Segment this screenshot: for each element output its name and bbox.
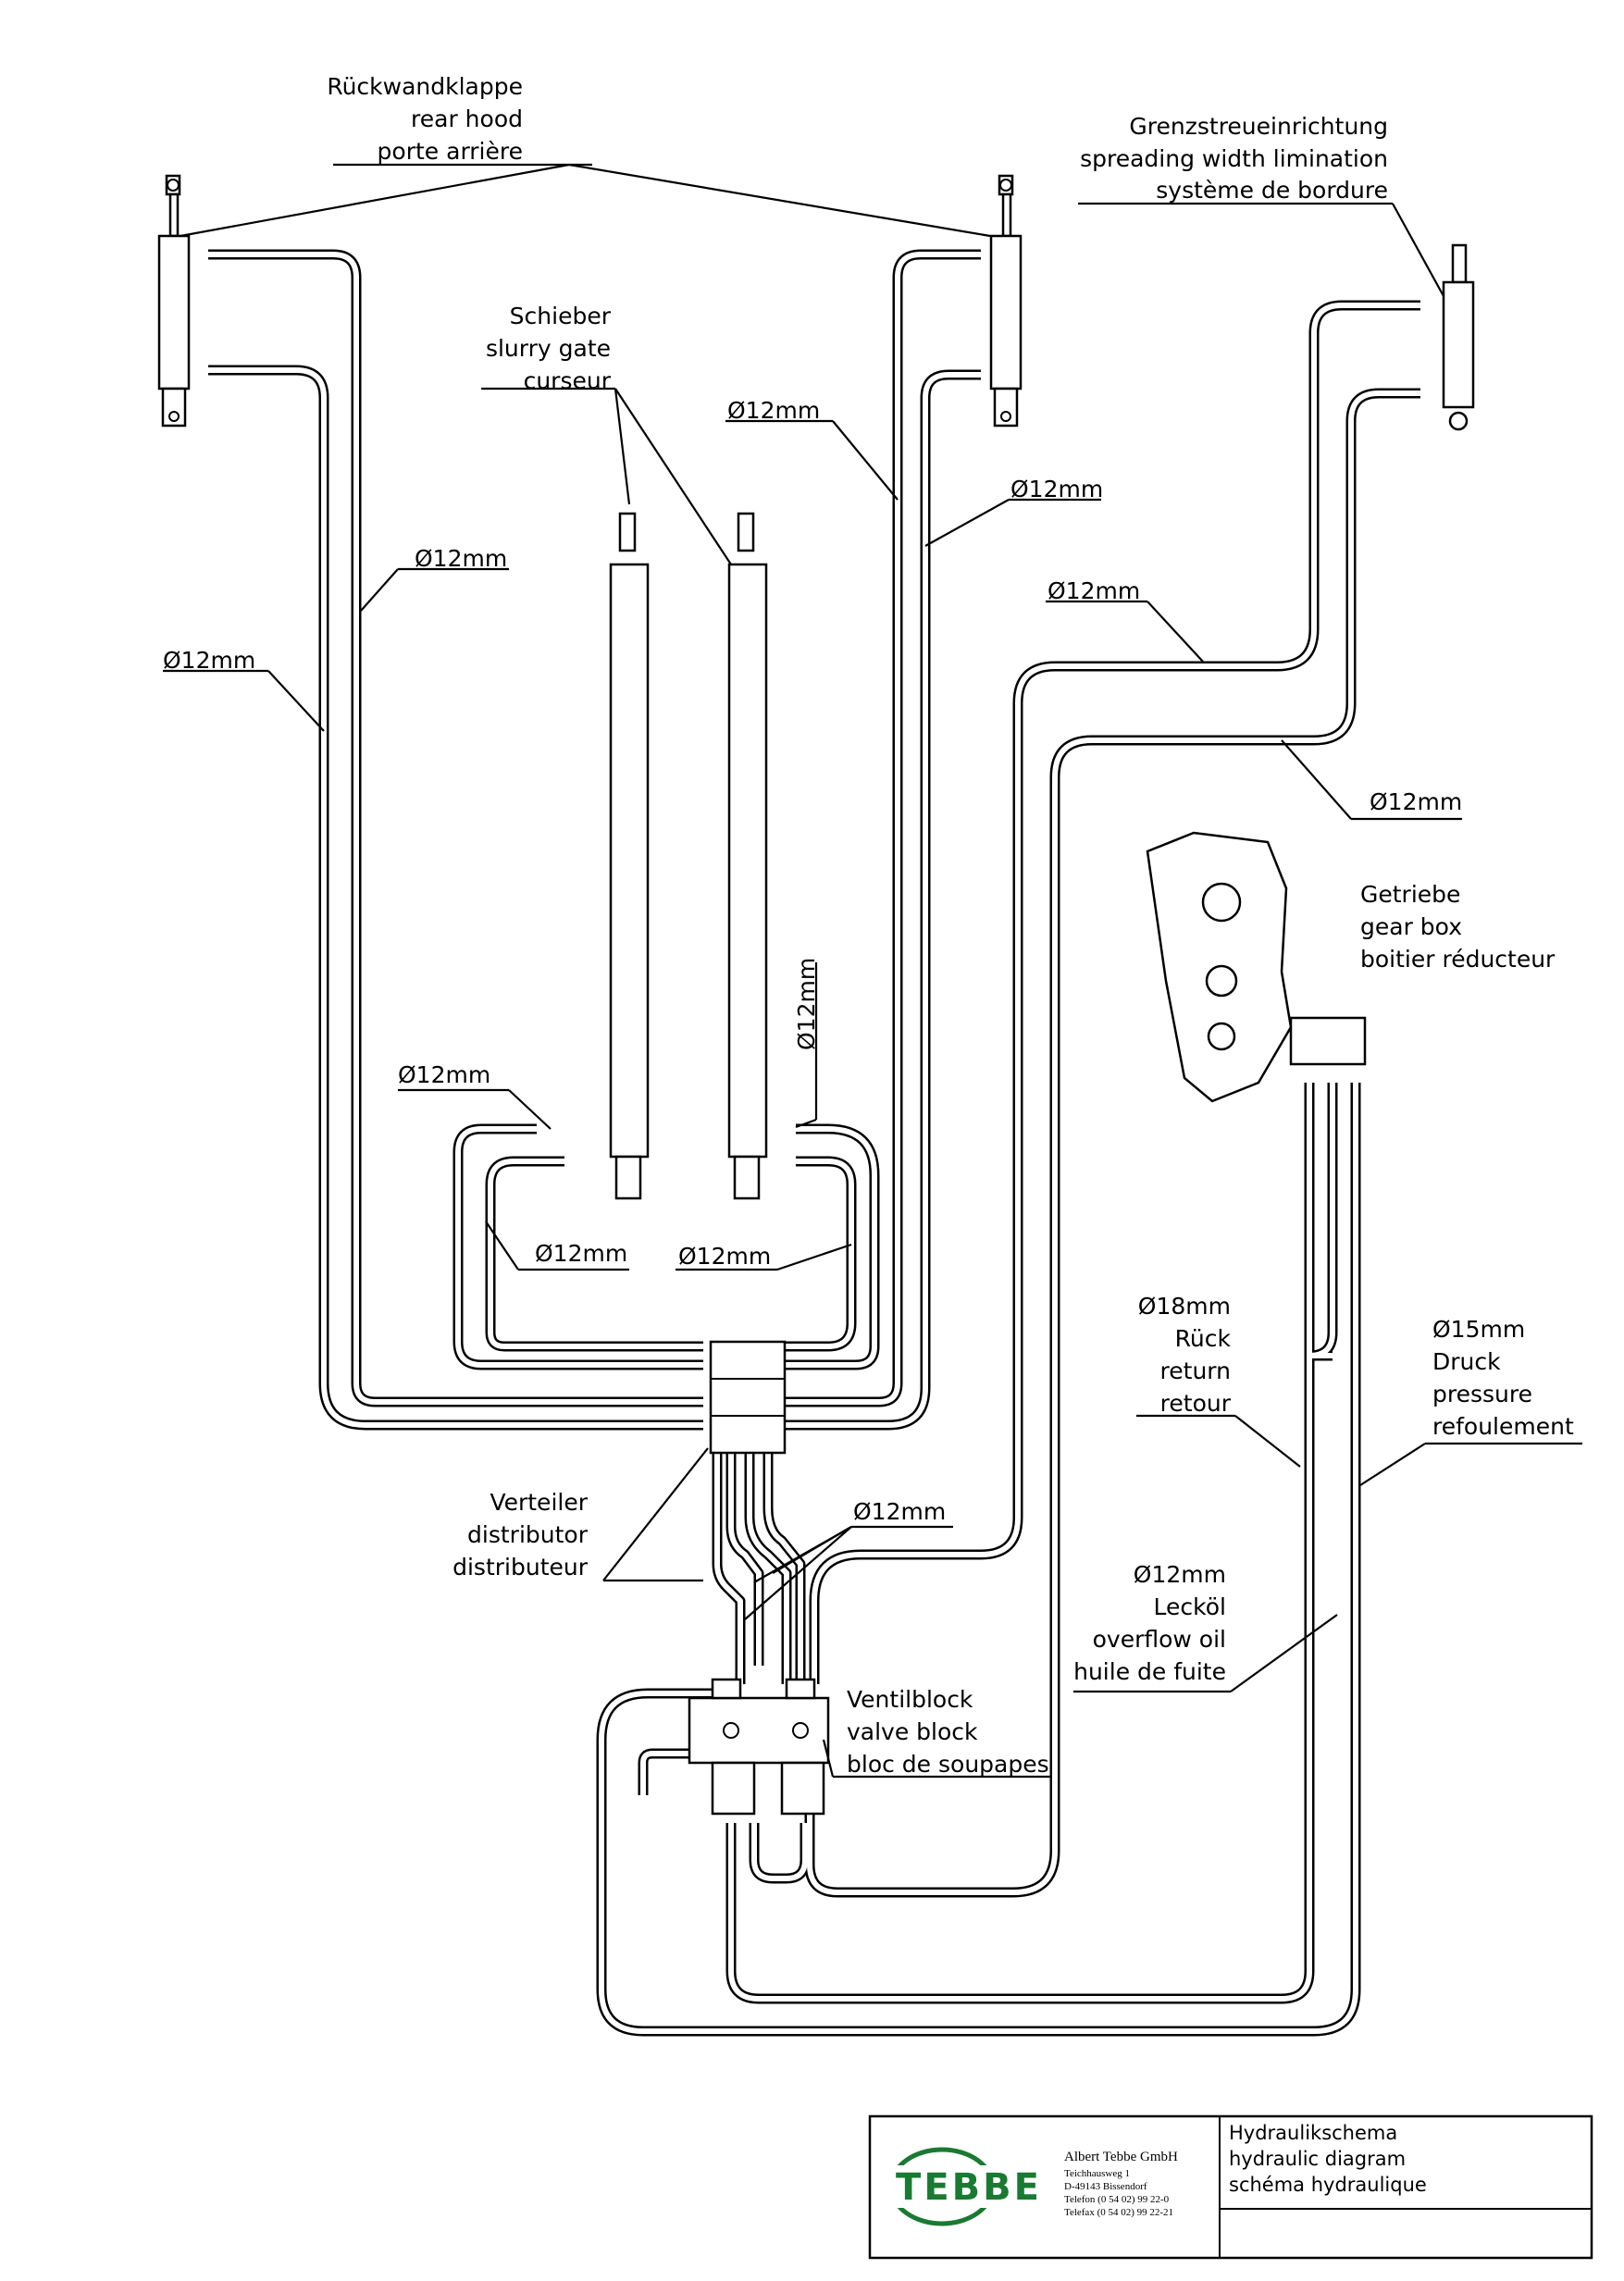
company-address-line: D-49143 Bissendorf [1064, 2181, 1147, 2192]
label-slurry-gate: Schieber slurry gate curseur [486, 303, 612, 394]
label-line: huile de fuite [1073, 1658, 1226, 1685]
hose-size-labels: Ø12mm Ø12mm Ø12mm Ø12mm Ø12mm Ø12mm Ø12m… [163, 397, 1462, 1525]
drawing-title-line: hydraulic diagram [1229, 2148, 1406, 2170]
label-valve-block: Ventilblock valve block bloc de soupapes [847, 1686, 1049, 1778]
label-line: overflow oil [1093, 1626, 1226, 1653]
label-line: Druck [1432, 1348, 1501, 1375]
company-name: Albert Tebbe GmbH [1064, 2150, 1178, 2164]
label-line: Ø12mm [1134, 1561, 1226, 1588]
company-fax: Telefax (0 54 02) 99 22-21 [1064, 2207, 1173, 2218]
distributor-block [709, 1340, 787, 1455]
label-line: distributor [467, 1521, 589, 1548]
label-line: distributeur [452, 1554, 589, 1581]
label-line: Verteiler [490, 1489, 588, 1516]
logo-text: TEBBE [896, 2166, 1042, 2209]
drawing-title-line: schéma hydraulique [1229, 2174, 1427, 2196]
label-distributor: Verteiler distributor distributeur [452, 1489, 589, 1581]
hydraulic-hoses-inner [208, 252, 1420, 2034]
label-line: Getriebe [1360, 881, 1460, 908]
company-logo: TEBBE [884, 2147, 1055, 2226]
label-line: Rück [1175, 1325, 1232, 1352]
company-phone: Telefon (0 54 02) 99 22-0 [1064, 2194, 1170, 2205]
label-line: Schieber [510, 303, 612, 329]
label-line: spreading width limination [1080, 145, 1388, 172]
label-line: Ø18mm [1138, 1293, 1231, 1320]
hose-size-label: Ø12mm [1370, 788, 1462, 815]
label-leak-oil: Ø12mm Lecköl overflow oil huile de fuite [1073, 1561, 1226, 1685]
gear-box [1146, 831, 1367, 1103]
valve-block [688, 1678, 830, 1816]
company-address-line: Teichhausweg 1 [1064, 2168, 1130, 2179]
hose-size-label: Ø12mm [853, 1498, 946, 1525]
label-spreading-width: Grenzstreueinrichtung spreading width li… [1080, 113, 1388, 204]
label-line: Rückwandklappe [327, 73, 523, 100]
label-line: boitier réducteur [1360, 946, 1556, 973]
slurry-gate-cylinder-left [609, 512, 650, 1200]
label-line: refoulement [1432, 1413, 1574, 1440]
drawing-title-line: Hydraulikschema [1229, 2122, 1397, 2144]
label-line: Grenzstreueinrichtung [1129, 113, 1388, 140]
hose-size-label: Ø12mm [793, 958, 820, 1050]
hose-size-label: Ø12mm [1010, 476, 1103, 502]
label-line: Ø15mm [1432, 1316, 1525, 1343]
label-rear-hood: Rückwandklappe rear hood porte arrière [327, 73, 523, 165]
hose [782, 249, 981, 1407]
label-pressure-line: Ø15mm Druck pressure refoulement [1432, 1316, 1574, 1440]
label-line: curseur [524, 367, 612, 394]
hose-size-label: Ø12mm [535, 1240, 627, 1267]
leader-lines [163, 163, 1582, 1779]
hose [782, 1156, 857, 1352]
hose-size-label: Ø12mm [415, 545, 507, 572]
label-line: Ventilblock [847, 1686, 973, 1713]
title-block: TEBBE Albert Tebbe GmbH Teichhausweg 1 D… [868, 2114, 1593, 2260]
label-gear-box: Getriebe gear box boitier réducteur [1360, 881, 1556, 973]
label-line: bloc de soupapes [847, 1751, 1049, 1778]
rear-hood-cylinder-left [157, 174, 191, 428]
label-line: slurry gate [486, 335, 611, 362]
label-return-line: Ø18mm Rück return retour [1138, 1293, 1232, 1417]
hose-size-label: Ø12mm [1048, 577, 1140, 604]
label-line: valve block [847, 1718, 978, 1745]
label-line: rear hood [411, 105, 523, 132]
label-line: return [1160, 1357, 1231, 1384]
hose-size-label: Ø12mm [163, 647, 255, 674]
hose-size-label: Ø12mm [727, 397, 820, 424]
label-line: pressure [1432, 1381, 1532, 1407]
hose [809, 300, 1420, 1684]
label-line: Lecköl [1154, 1593, 1226, 1620]
hose-size-label: Ø12mm [678, 1243, 771, 1270]
label-line: système de bordure [1156, 177, 1388, 204]
label-line: gear box [1360, 913, 1462, 940]
rear-hood-cylinder-right [989, 174, 1023, 428]
hose [749, 1823, 811, 1884]
hose-size-label: Ø12mm [398, 1061, 490, 1088]
spreading-width-cylinder [1442, 243, 1475, 431]
label-line: porte arrière [378, 138, 523, 165]
label-line: retour [1160, 1390, 1232, 1417]
slurry-gate-cylinder-right [727, 512, 768, 1200]
